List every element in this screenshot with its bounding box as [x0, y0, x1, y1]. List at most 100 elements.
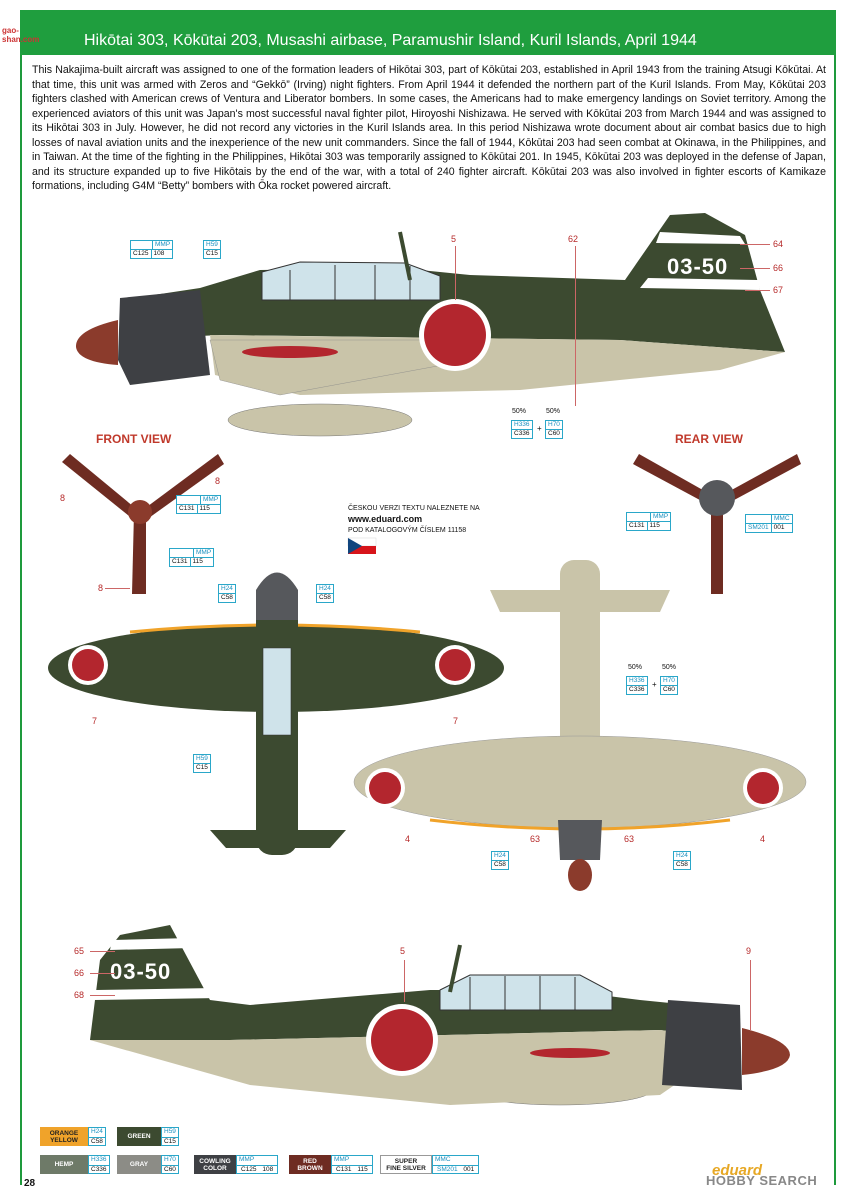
callout-66: 66 [773, 263, 784, 273]
callout-7-right: 7 [453, 716, 459, 726]
drop-tank [227, 403, 413, 437]
callout-68: 68 [74, 990, 85, 1000]
mix-percent-2: 50% [546, 408, 561, 415]
leader [750, 960, 751, 1030]
callout-8-b: 8 [60, 493, 66, 503]
leader [575, 246, 576, 406]
callout-8-a: 8 [215, 476, 221, 486]
callout-5-b: 5 [400, 946, 406, 956]
code-h24-top-right: H24 C58 [316, 584, 334, 603]
top-hinomaru-right [439, 649, 471, 681]
logo-subtext: gao-shan.com [2, 26, 40, 44]
callout-4-left: 4 [405, 834, 411, 844]
bottom-cowling [558, 820, 602, 860]
leader [455, 246, 456, 300]
canopy-lower [439, 974, 613, 1011]
description-text: This Nakajima-built aircraft was assigne… [32, 64, 826, 192]
callout-63-left: 63 [530, 834, 541, 844]
leader [90, 973, 115, 974]
spinner [75, 320, 118, 365]
code-h336-b: H336 C336 [626, 676, 648, 695]
top-hinomaru-left [72, 649, 104, 681]
leader [745, 290, 770, 291]
mix-percent-4: 50% [662, 664, 677, 671]
rear-spinner-hub [699, 480, 735, 516]
top-tailplane [210, 830, 346, 848]
mix-percent-3: 50% [628, 664, 643, 671]
callout-67: 67 [773, 285, 784, 295]
leader [105, 588, 130, 589]
canopy [261, 261, 441, 301]
mix-percent-1: 50% [512, 408, 527, 415]
rear-view-label: REAR VIEW [675, 432, 744, 446]
page-title: Hikōtai 303, Kōkūtai 203, Musashi airbas… [84, 32, 697, 49]
code-h24-top-left: H24 C58 [218, 584, 236, 603]
front-view-label: FRONT VIEW [96, 432, 172, 446]
czech-note: ČESKOU VERZI TEXTU NALEZNETE NA www.edua… [348, 505, 480, 534]
rear-prop-blade-1 [633, 454, 717, 506]
code-h59-c15: H59 C15 [203, 240, 221, 259]
callout-66-b: 66 [74, 968, 85, 978]
code-h336: H336 C336 [511, 420, 533, 439]
leader [740, 244, 770, 245]
callout-62: 62 [568, 234, 579, 244]
rear-prop-blade-3 [711, 498, 723, 594]
antenna-mast [398, 231, 412, 281]
cowling-lower [662, 1000, 742, 1090]
prop-blade-2 [140, 454, 224, 520]
callout-64: 64 [773, 239, 784, 249]
brand-logo: eduard [712, 1162, 763, 1179]
rear-prop-blade-2 [717, 454, 801, 506]
tail-stripe-upper [656, 232, 745, 244]
fuselage-upper-lower [90, 925, 740, 1040]
top-canopy [262, 647, 292, 736]
callout-8-c: 8 [98, 583, 104, 593]
prop-blade-1 [62, 454, 140, 520]
fuselage-upper [120, 213, 785, 352]
hinomaru-wing-under [242, 346, 338, 358]
bottom-hinomaru-left [369, 772, 401, 804]
leader [404, 960, 405, 1002]
callout-65: 65 [74, 946, 85, 956]
leader [90, 951, 115, 952]
logo-text: 高 [4, 7, 20, 24]
leader [740, 268, 770, 269]
callout-4-right: 4 [760, 834, 766, 844]
callout-63-right: 63 [624, 834, 635, 844]
page-number: 28 [24, 1178, 36, 1189]
hinomaru-wing-under-lower [530, 1048, 610, 1058]
callout-9: 9 [746, 946, 752, 956]
leader [90, 995, 115, 996]
code-h70: H70 C60 [545, 420, 563, 439]
callout-5: 5 [451, 234, 457, 244]
code-h24-bottom-right: H24 C58 [673, 851, 691, 870]
prop-hub [128, 500, 152, 524]
tail-code-top: 03-50 [667, 254, 729, 279]
site-logo: 高 gao-shan.com [0, 0, 50, 44]
code-h70-b: H70 C60 [660, 676, 678, 695]
callout-7-left: 7 [92, 716, 98, 726]
bottom-spinner [568, 859, 592, 891]
hinomaru-fuselage-lower [371, 1009, 433, 1071]
bottom-hinomaru-right [747, 772, 779, 804]
tail-code-bottom: 03-50 [110, 959, 172, 984]
code-h24-bottom-left: H24 C58 [491, 851, 509, 870]
top-cowling [256, 572, 298, 620]
antenna-mast-lower [448, 944, 462, 993]
